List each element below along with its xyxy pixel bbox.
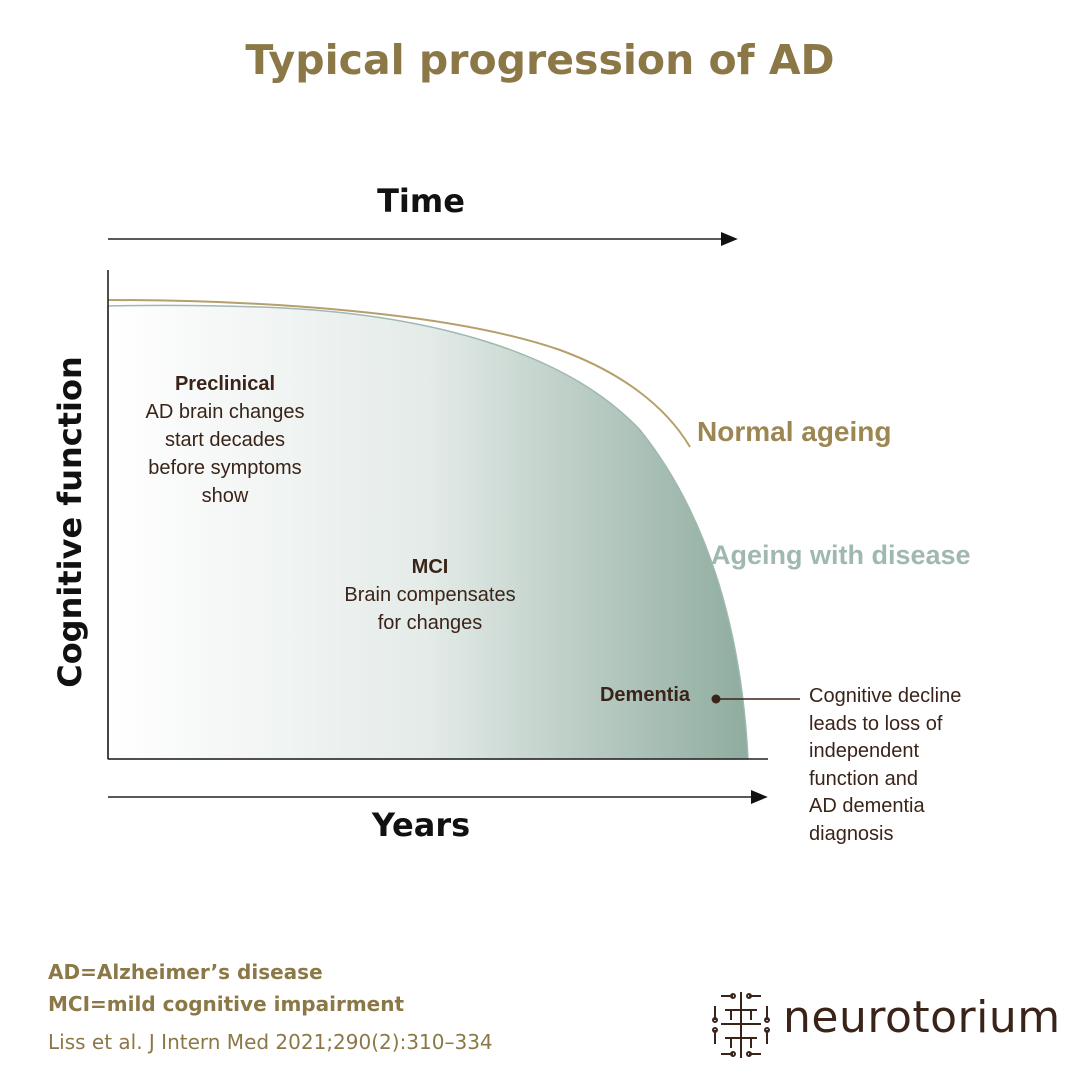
years-axis-label: Years (371, 806, 471, 844)
callout-line-6: diagnosis (809, 822, 894, 845)
preclinical-stage: Preclinical AD brain changes start decad… (110, 370, 340, 510)
dementia-stage-label: Dementia (599, 684, 691, 706)
preclinical-line-1: AD brain changes (145, 401, 305, 423)
mci-line-2: for changes (377, 612, 483, 634)
normal-ageing-curve (107, 299, 691, 448)
time-axis-label: Time (377, 182, 465, 220)
normal-ageing-label: Normal ageing (697, 416, 892, 447)
callout-line-2: leads to loss of (809, 712, 943, 735)
y-axis-label: Cognitive function (51, 356, 89, 688)
ageing-with-disease-area (107, 304, 749, 760)
preclinical-heading: Preclinical (174, 373, 276, 395)
callout-line-4: function and (809, 767, 918, 790)
preclinical-line-4: show (201, 485, 249, 507)
page-title: Typical progression of AD (245, 36, 835, 84)
callout-line-5: AD dementia (809, 795, 925, 817)
preclinical-line-3: before symptoms (148, 457, 302, 479)
callout-line-3: independent (809, 740, 920, 762)
logo-wordmark: neurotorium (783, 992, 1061, 1043)
footnote-ad-abbreviation: AD=Alzheimer’s disease (48, 960, 323, 984)
ageing-with-disease-label: Ageing with disease (711, 540, 971, 570)
mci-heading: MCI (411, 556, 449, 578)
reference-citation: Liss et al. J Intern Med 2021;290(2):310… (48, 1030, 493, 1054)
dementia-callout: Cognitive decline leads to loss of indep… (809, 683, 1009, 848)
callout-line-1: Cognitive decline (809, 685, 962, 707)
brain-circuit-icon (712, 992, 770, 1058)
mci-stage: MCI Brain compensates for changes (300, 553, 560, 637)
mci-line-1: Brain compensates (344, 584, 516, 606)
footnote-mci-abbreviation: MCI=mild cognitive impairment (48, 992, 405, 1016)
preclinical-line-2: start decades (164, 429, 286, 451)
